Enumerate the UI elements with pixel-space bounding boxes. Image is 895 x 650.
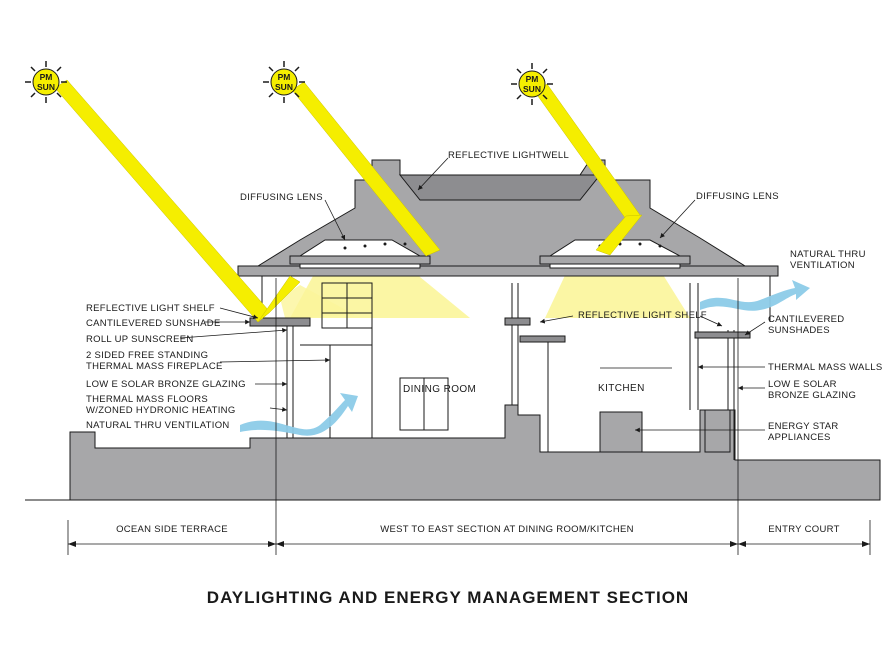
label-left-4: LOW E SOLAR BRONZE GLAZING — [86, 379, 246, 390]
label-right-4a: ENERGY STAR — [768, 421, 839, 432]
label-left-1: CANTILEVERED SUNSHADE — [86, 318, 221, 329]
label-diffusing-lens-right: DIFFUSING LENS — [696, 191, 779, 202]
sun-2-label-line2: SUN — [275, 82, 293, 92]
air-flow-right — [700, 280, 810, 311]
label-left-6: NATURAL THRU VENTILATION — [86, 420, 230, 431]
room-dining: DINING ROOM — [403, 384, 476, 395]
sun-2 — [263, 61, 305, 103]
sunshade-center — [519, 335, 566, 343]
sun-3 — [511, 63, 553, 105]
zone-ocean-side-terrace: OCEAN SIDE TERRACE — [116, 524, 228, 535]
label-right-0b: VENTILATION — [790, 260, 855, 271]
label-left-2: ROLL UP SUNSCREEN — [86, 334, 194, 345]
label-left-3a: 2 SIDED FREE STANDING — [86, 350, 208, 361]
label-right-2: THERMAL MASS WALLS — [768, 362, 883, 373]
label-left-5a: THERMAL MASS FLOORS — [86, 394, 208, 405]
label-left-3b: THERMAL MASS FIREPLACE — [86, 361, 223, 372]
lightwell-tower — [398, 174, 602, 201]
label-left-5b: W/ZONED HYDRONIC HEATING — [86, 405, 236, 416]
ground-terrain — [25, 404, 881, 501]
light-shelf-center — [504, 317, 531, 326]
zone-west-to-east-section: WEST TO EAST SECTION AT DINING ROOM/KITC… — [380, 524, 634, 535]
sunshade-right — [694, 331, 751, 339]
air-flow-left — [240, 393, 358, 436]
sun-2-label-line1: PM — [278, 72, 291, 82]
diagram-title: DAYLIGHTING AND ENERGY MANAGEMENT SECTIO… — [207, 588, 689, 607]
sun-3-label-line2: SUN — [523, 84, 541, 94]
kitchen-counter — [599, 411, 643, 453]
label-right-4b: APPLIANCES — [768, 432, 831, 443]
label-right-0a: NATURAL THRU — [790, 249, 866, 260]
label-left-0: REFLECTIVE LIGHT SHELF — [86, 303, 215, 314]
label-diffusing-lens-left: DIFFUSING LENS — [240, 192, 323, 203]
label-reflective-light-shelf-center: REFLECTIVE LIGHT SHELF — [578, 310, 707, 321]
sun-1 — [25, 61, 67, 103]
label-right-1a: CANTILEVERED — [768, 314, 844, 325]
label-reflective-lightwell: REFLECTIVE LIGHTWELL — [448, 150, 569, 161]
label-right-3b: BRONZE GLAZING — [768, 390, 856, 401]
sun-1-label-line1: PM — [40, 72, 53, 82]
zone-entry-court: ENTRY COURT — [768, 524, 839, 535]
zone-dimension-lines — [67, 278, 871, 555]
leader-lines — [179, 157, 766, 433]
room-kitchen: KITCHEN — [598, 383, 645, 394]
kitchen-appliance — [704, 409, 731, 453]
label-right-3a: LOW E SOLAR — [768, 379, 837, 390]
light-cone-shelf — [280, 285, 355, 318]
label-right-1b: SUNSHADES — [768, 325, 830, 336]
sun-3-label-line1: PM — [526, 74, 539, 84]
sun-1-label-line2: SUN — [37, 82, 55, 92]
sun-beams — [54, 79, 641, 323]
